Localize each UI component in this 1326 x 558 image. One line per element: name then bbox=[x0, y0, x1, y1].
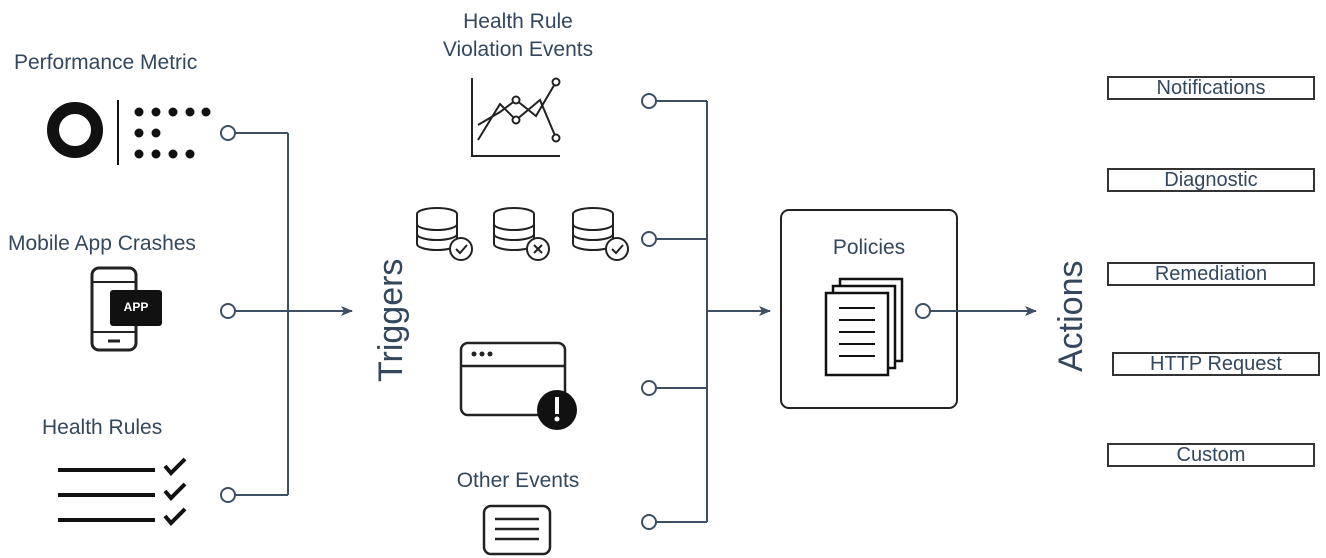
actions-label: Actions bbox=[1052, 260, 1090, 373]
policies-label: Policies bbox=[832, 236, 906, 259]
mobile-app-crashes-label: Mobile App Crashes bbox=[8, 232, 196, 255]
performance-metric-label: Performance Metric bbox=[14, 51, 198, 74]
action-http-request[interactable]: HTTP Request bbox=[1112, 352, 1320, 376]
policies-box bbox=[780, 209, 958, 409]
app-badge-label: APP bbox=[123, 300, 149, 314]
source-connectors bbox=[220, 125, 353, 503]
database-check-icon bbox=[416, 207, 473, 261]
action-notifications[interactable]: Notifications bbox=[1107, 76, 1315, 100]
mobile-phone-icon bbox=[90, 266, 162, 352]
policies-connector bbox=[915, 303, 1037, 319]
performance-metric-icon bbox=[47, 100, 211, 165]
health-rules-label: Health Rules bbox=[42, 416, 163, 439]
browser-alert-icon bbox=[459, 341, 577, 430]
action-remediation[interactable]: Remediation bbox=[1107, 262, 1315, 286]
action-diagnostic[interactable]: Diagnostic bbox=[1107, 168, 1315, 192]
triggers-label: Triggers bbox=[372, 258, 410, 382]
violation-chart-icon bbox=[471, 77, 561, 157]
health-rule-violation-label-line1: Health Rule bbox=[463, 10, 573, 33]
health-rule-violation-label-line2: Violation Events bbox=[442, 38, 594, 61]
event-document-icon bbox=[482, 504, 552, 556]
action-custom[interactable]: Custom bbox=[1107, 443, 1315, 467]
database-check-icon bbox=[572, 207, 629, 261]
other-events-label: Other Events bbox=[456, 469, 580, 492]
database-error-icon bbox=[493, 207, 550, 261]
checklist-icon bbox=[58, 457, 187, 526]
trigger-connectors bbox=[641, 93, 771, 530]
